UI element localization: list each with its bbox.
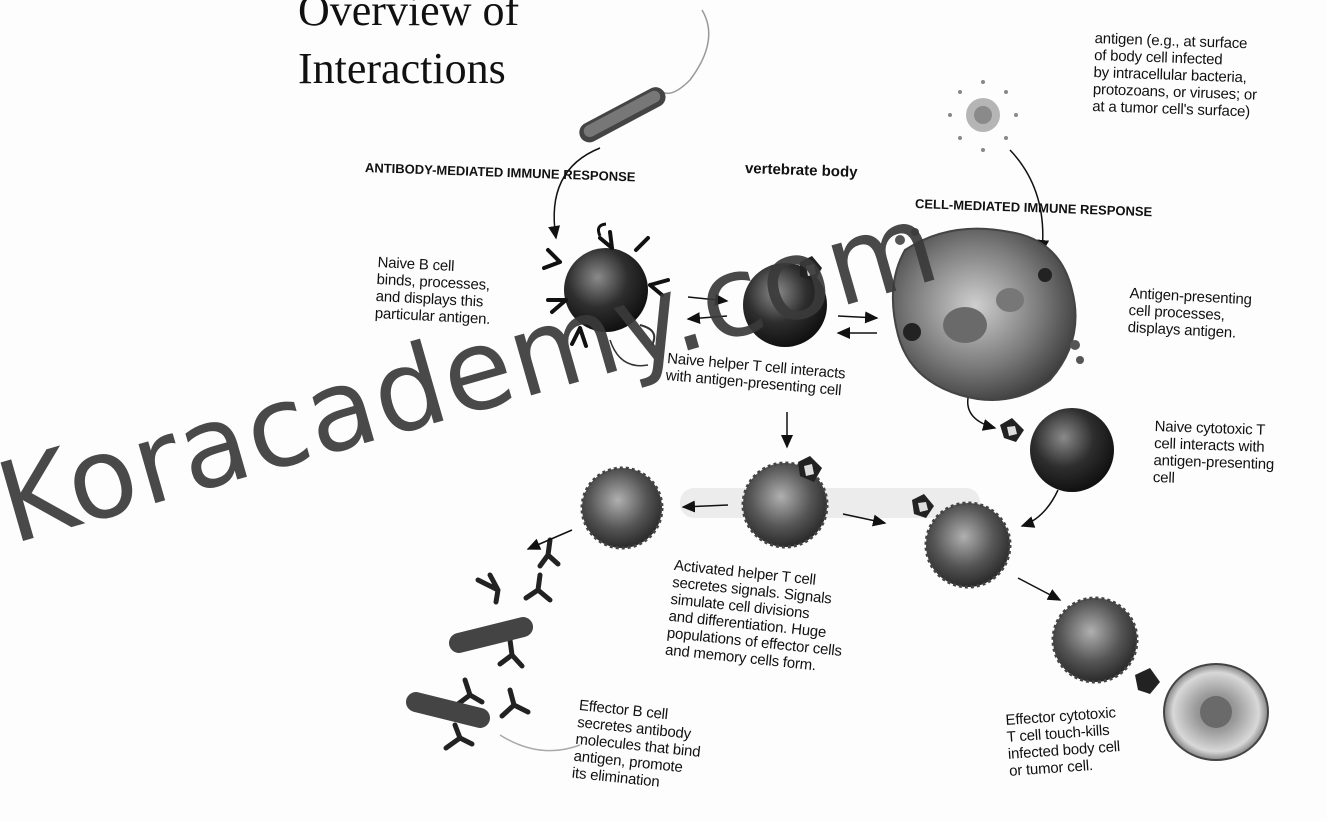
label-antigen-presenting-cell: Antigen-presenting cell processes, displ… xyxy=(1127,285,1252,342)
arrow-naive-cytotoxic-to-activated xyxy=(1022,490,1058,526)
target-body-cell xyxy=(1164,664,1268,760)
arrow-to-effector-cytotoxic xyxy=(1018,578,1060,600)
signal-band xyxy=(680,488,980,518)
arrow-bacterium-to-b-cell xyxy=(554,148,600,238)
label-effector-cytotoxic-t-cell: Effector cytotoxic T cell touch-kills in… xyxy=(1005,704,1122,780)
naive-cytotoxic-t-cell xyxy=(1000,408,1114,492)
label-naive-cytotoxic-t-cell: Naive cytotoxic T cell interacts with an… xyxy=(1153,418,1276,490)
effector-cytotoxic-t-cell xyxy=(1053,598,1160,694)
arrow-apc-to-cytotoxic xyxy=(968,398,995,428)
bacteria-bottom xyxy=(404,615,580,751)
label-activated-helper-t-cell: Activated helper T cell secretes signals… xyxy=(664,557,849,677)
effector-b-cell xyxy=(582,468,662,548)
label-antigen: antigen (e.g., at surface of body cell i… xyxy=(1092,30,1259,121)
activated-helper-t-cell xyxy=(743,456,827,547)
bacterium-top xyxy=(576,10,709,146)
antigen-particle xyxy=(948,80,1018,152)
activated-cytotoxic-t-cell xyxy=(912,494,1010,587)
label-effector-b-cell: Effector B cell secretes antibody molecu… xyxy=(571,697,705,795)
